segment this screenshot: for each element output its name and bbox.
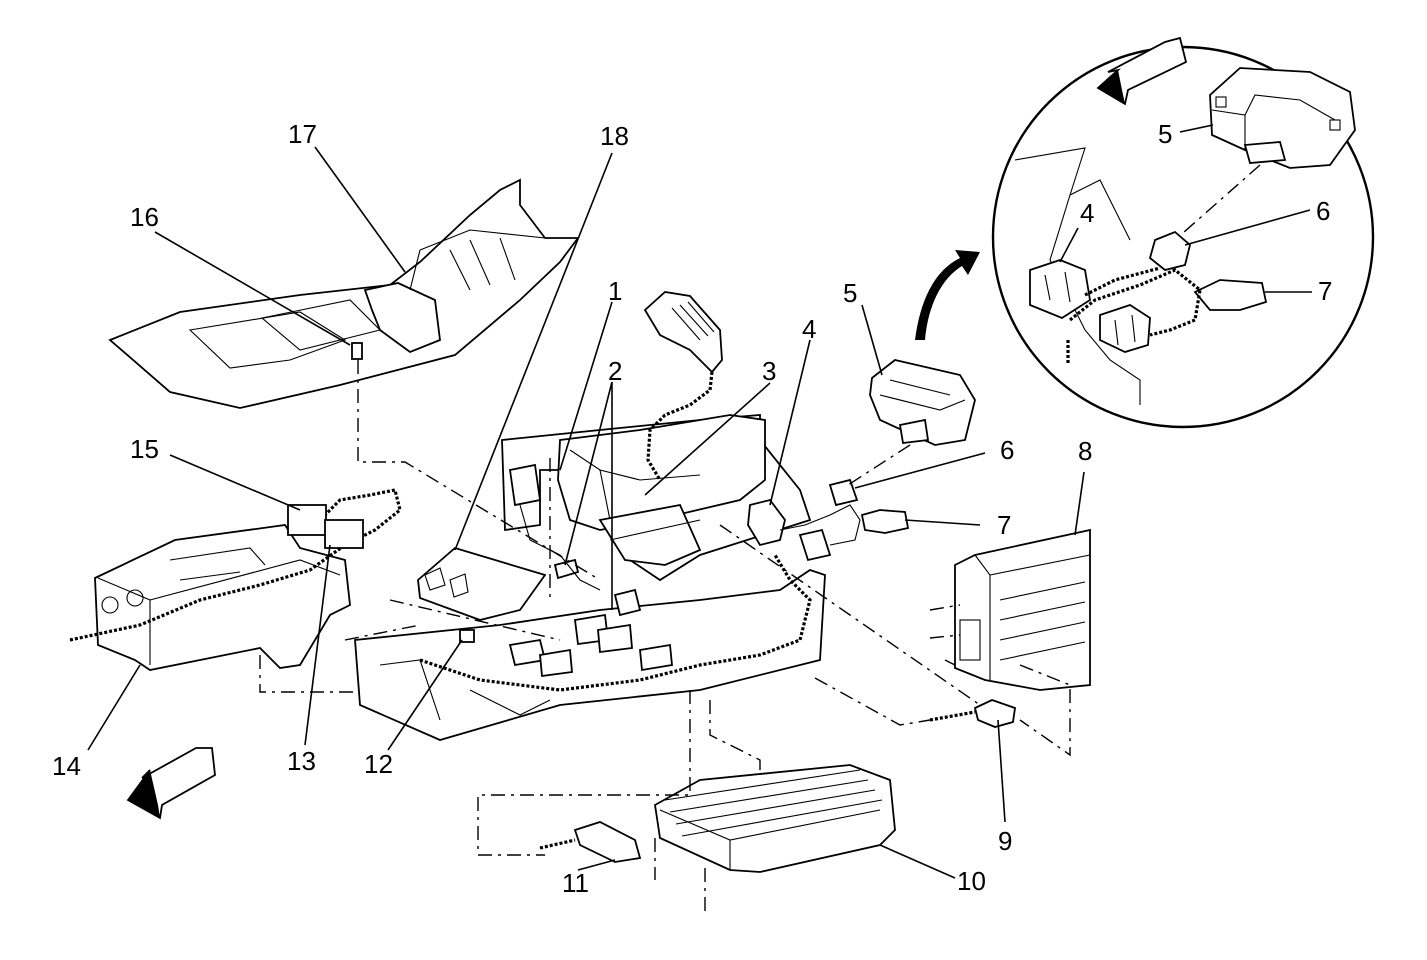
callout-2: 2 [608,356,622,386]
storage-compartment-assembly [69,488,402,671]
handset [643,291,723,481]
detail-callout-7: 7 [1318,276,1332,306]
callout-6: 6 [1000,435,1014,465]
callout-10: 10 [957,866,986,896]
detail-inset [991,36,1375,429]
callout-3: 3 [762,356,776,386]
callout-5: 5 [843,278,857,308]
callout-9: 9 [998,826,1012,856]
callout-11: 11 [562,868,589,898]
forward-arrow-icon [126,747,216,820]
detail-arrow-icon [915,250,980,340]
callout-15: 15 [130,434,159,464]
console-trim-panel [108,178,580,409]
callout-1: 1 [608,276,622,306]
assembly-guide-lines [259,360,1071,915]
detail-callout-6: 6 [1316,196,1330,226]
detail-callout-5: 5 [1158,119,1172,149]
amplifier-10 [654,764,896,873]
switch-connector-group [747,359,976,562]
callout-12: 12 [364,749,393,779]
connector-9 [929,699,1016,728]
detail-callout-4: 4 [1080,198,1094,228]
callout-4: 4 [802,314,816,344]
console-bracket-frame [354,554,826,741]
rear-module-8 [954,528,1091,691]
center-console-housing [501,414,812,582]
connector-11 [539,821,642,863]
control-module-18 [417,546,547,621]
leader-lines [87,124,1312,879]
callout-7: 7 [997,510,1011,540]
callout-14: 14 [52,751,81,781]
detail-callout-labels: 5 4 6 7 [1080,119,1332,306]
callout-13: 13 [287,746,316,776]
callout-17: 17 [288,119,317,149]
callout-18: 18 [600,121,629,151]
callout-labels: 1 2 3 4 5 6 7 8 9 10 11 12 13 14 15 16 1… [52,119,1092,898]
callout-8: 8 [1078,436,1092,466]
callout-16: 16 [130,202,159,232]
